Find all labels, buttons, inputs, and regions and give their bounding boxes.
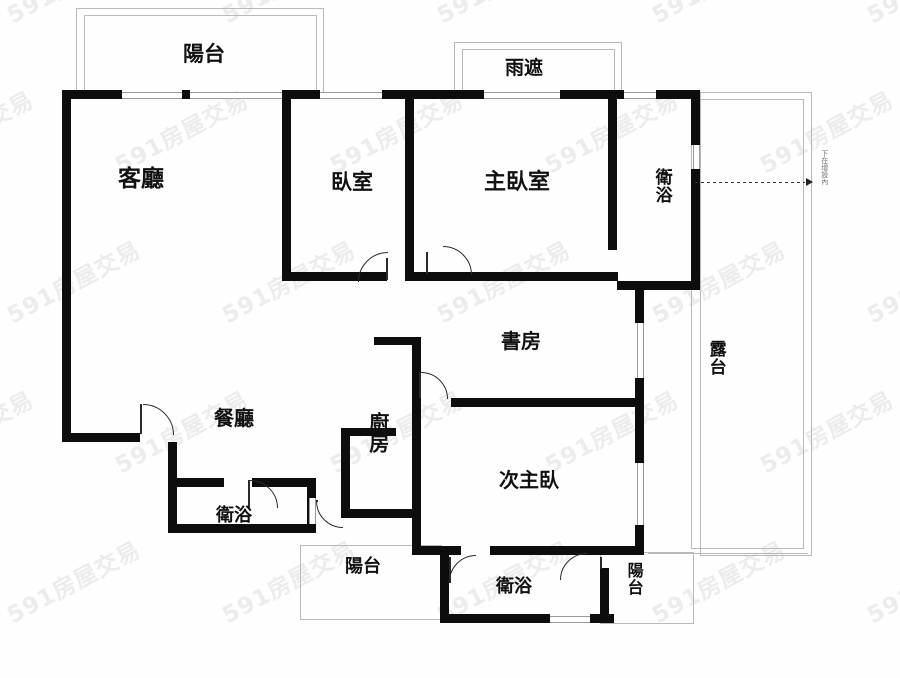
door-guest-bath-leaf <box>248 480 250 508</box>
wall-top-master-left <box>414 90 484 99</box>
terrace-outline <box>700 92 812 556</box>
wall-second-master-right-a <box>635 378 644 463</box>
door-kitchen-leaf <box>419 372 421 398</box>
wall-bottom-bath-left <box>440 555 449 623</box>
wall-second-master-top <box>451 398 642 407</box>
window-living-top <box>122 92 182 99</box>
wall-bottom-bath-right <box>600 568 609 623</box>
room-label-living-room: 客廳 <box>118 166 164 192</box>
room-label-bedroom: 臥室 <box>331 170 373 194</box>
room-label-rain-shield: 雨遮 <box>505 57 544 79</box>
wall-stub-balcony-bottom <box>412 509 421 555</box>
wall-bedroom-left <box>282 90 291 280</box>
wall-bathroom-master-bottom <box>617 281 700 290</box>
wall-bathroom-master-right-bottom <box>691 169 700 281</box>
wall-bottom-living <box>62 433 140 442</box>
wall-bathroom-master-right-top <box>691 90 700 145</box>
wall-second-master-right-b <box>635 525 644 555</box>
wall-top-living-mid <box>182 90 190 99</box>
window-bedroom-top <box>320 92 382 99</box>
window-bathroom-master-right <box>693 145 700 169</box>
wall-kitchen-right <box>412 337 421 517</box>
door-living-leaf <box>140 404 142 434</box>
window-second-master-right <box>637 463 644 525</box>
window-guest-bath-right <box>309 498 316 524</box>
window-bottom-bath <box>550 616 590 623</box>
wall-top-bathroom-right <box>656 90 700 99</box>
annotation-right-edge-note: 下在增設內 <box>820 150 829 185</box>
wall-bedroom-right <box>405 90 414 280</box>
wall-top-master-right <box>560 90 624 99</box>
wall-stub-below-master <box>635 281 644 323</box>
wall-bedroom-bottom-right <box>405 272 414 281</box>
wall-study-top <box>414 272 428 281</box>
room-label-balcony-right: 陽台 <box>624 562 644 596</box>
wall-left-living <box>62 90 71 442</box>
wall-master-right <box>608 90 617 250</box>
wall-kitchen-bottom <box>341 509 421 518</box>
wall-guest-bath-top-right <box>252 478 316 487</box>
terrace-outline-inner <box>691 99 804 549</box>
door-bottom-bath-leaf <box>449 557 451 583</box>
wall-master-bottom <box>428 272 618 281</box>
room-label-kitchen: 廚房 <box>365 412 390 454</box>
room-label-study: 書房 <box>501 329 541 353</box>
wall-dining-left-vert <box>168 442 177 532</box>
room-label-balcony-top-left: 陽台 <box>183 42 225 66</box>
wall-top-living-left <box>62 90 122 99</box>
wall-bottom-bath-bottom <box>440 614 550 623</box>
annotation-arrow-icon <box>806 178 813 186</box>
room-label-bathroom-master: 衛浴 <box>651 168 672 204</box>
wall-second-master-bottom <box>421 546 461 555</box>
door-master-leaf <box>426 252 428 274</box>
wall-guest-bath-bottom <box>168 524 316 533</box>
room-label-dining-room: 餐廳 <box>214 406 254 430</box>
wall-kitchen-left <box>341 428 350 518</box>
wall-second-master-bottom-2 <box>490 546 644 555</box>
room-label-terrace: 露台 <box>705 340 726 376</box>
annotation-leader-line <box>695 182 805 183</box>
window-master-top <box>484 92 560 99</box>
door-balcony-right-leaf <box>600 557 602 569</box>
wall-top-bedroom-right <box>382 90 414 99</box>
window-bathroom-top <box>624 92 656 99</box>
door-bottom-bath-arc <box>449 555 476 582</box>
room-label-bathroom-guest: 衛浴 <box>216 505 252 526</box>
room-label-bathroom-bottom: 衛浴 <box>496 576 532 597</box>
terrace-outline-bottom-extension <box>648 553 808 554</box>
window-living-top-2 <box>190 92 282 99</box>
room-label-second-master: 次主臥 <box>499 468 559 492</box>
wall-guest-bath-top-left <box>168 478 224 487</box>
window-study-right <box>637 323 644 378</box>
wall-bedroom-bottom-left <box>282 272 387 281</box>
room-label-balcony-bottom: 陽台 <box>345 556 381 577</box>
wall-kitchen-left-upper <box>341 428 396 436</box>
door-kitchen-arc <box>421 372 448 399</box>
balcony-right-outline <box>600 552 694 624</box>
wall-top-bedroom-left <box>282 90 320 99</box>
room-label-master-bedroom: 主臥室 <box>484 170 551 195</box>
wall-kitchen-top-stub <box>374 337 420 345</box>
